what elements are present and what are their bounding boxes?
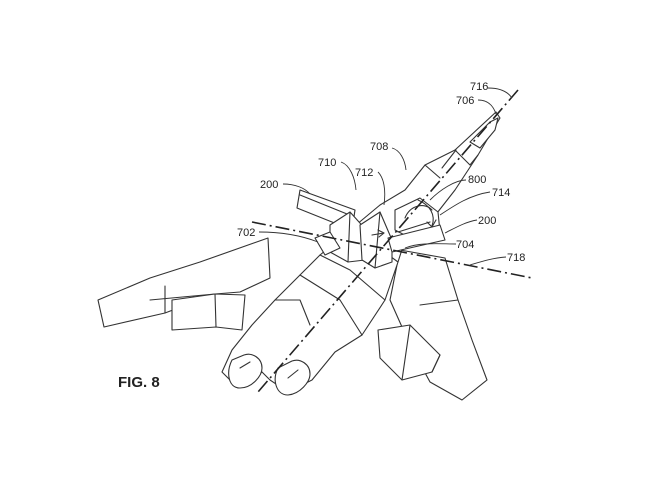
figure-label: FIG. 8: [118, 374, 160, 391]
ref-714: 714: [492, 187, 510, 199]
ref-200-left: 200: [260, 179, 278, 191]
ref-708: 708: [370, 141, 388, 153]
right-stabilizer: [377, 324, 441, 381]
engine-nozzles: [228, 353, 311, 396]
ref-702: 702: [237, 227, 255, 239]
ref-706: 706: [456, 95, 474, 107]
ref-718: 718: [507, 252, 525, 264]
box-712: [359, 211, 393, 269]
ref-200-right: 200: [478, 215, 496, 227]
ref-716: 716: [470, 81, 488, 93]
ref-800: 800: [468, 174, 486, 186]
ref-712: 712: [355, 167, 373, 179]
strut-702: [314, 231, 341, 256]
leader-lines: [258, 87, 513, 266]
rotation-arrow: [371, 199, 437, 238]
ref-704: 704: [456, 239, 474, 251]
canopy: [441, 117, 499, 169]
pod-200-right: [387, 224, 446, 253]
ref-710: 710: [318, 157, 336, 169]
axis-716: [257, 89, 519, 393]
left-stabilizer: [171, 293, 246, 331]
right-wing: [389, 249, 488, 401]
